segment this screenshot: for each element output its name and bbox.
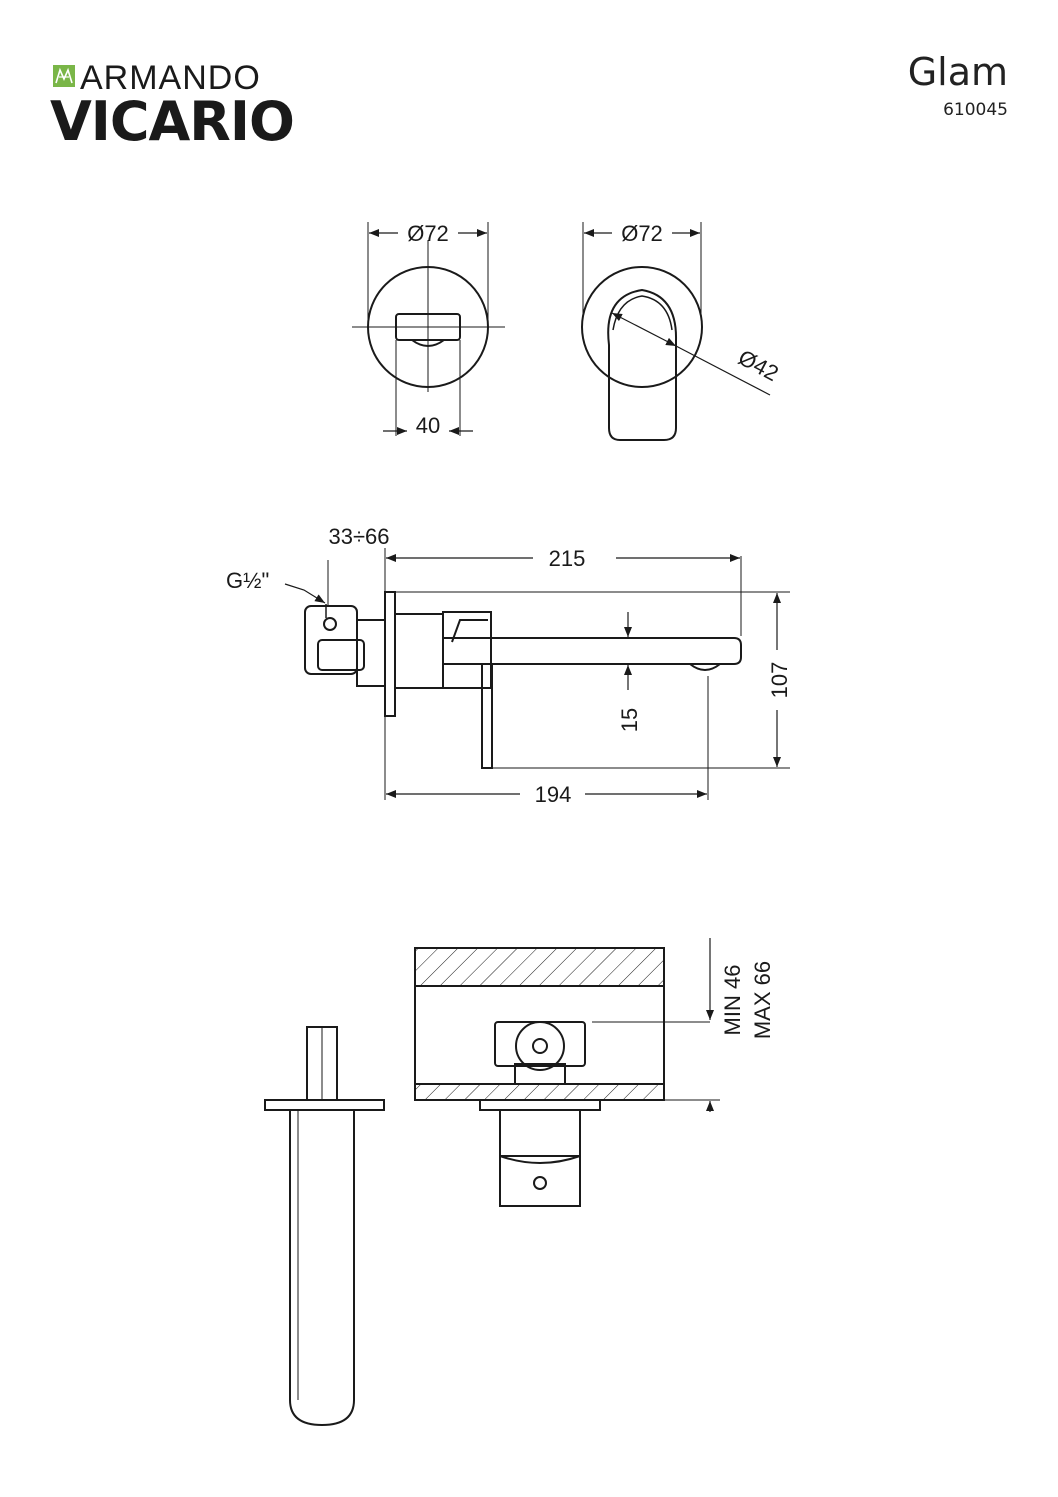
product-code: 610045 — [943, 100, 1008, 120]
dim-depth-min: MIN 46 — [720, 965, 745, 1036]
dim-front-body-diameter: Ø72 — [407, 221, 449, 246]
front-view-spout — [581, 222, 771, 441]
wall-section-view — [414, 938, 720, 1207]
dim-depth-max: MAX 66 — [750, 961, 775, 1039]
dim-front-lever-width: 40 — [416, 413, 440, 438]
brand-name-line2: VICARIO — [50, 90, 295, 153]
brand-name-line1: ARMANDO — [80, 59, 261, 97]
dim-side-connection: G½" — [226, 568, 269, 593]
front-view-mixer — [352, 222, 505, 436]
dim-front-spout-plate-diameter: Ø72 — [621, 221, 663, 246]
dim-side-projection: 194 — [535, 782, 572, 807]
product-name: Glam — [907, 50, 1008, 94]
logo-mark-icon — [53, 65, 75, 87]
dim-side-height: 107 — [767, 662, 792, 699]
dim-side-outlet-offset: 15 — [617, 708, 642, 732]
dim-side-total-length: 215 — [549, 546, 586, 571]
side-view-dimensions — [284, 548, 790, 800]
side-view — [304, 591, 742, 769]
spout-top-view — [264, 1026, 385, 1427]
product-header: Glam 610045 — [908, 50, 1008, 122]
dim-side-wall-range: 33÷66 — [328, 524, 389, 549]
